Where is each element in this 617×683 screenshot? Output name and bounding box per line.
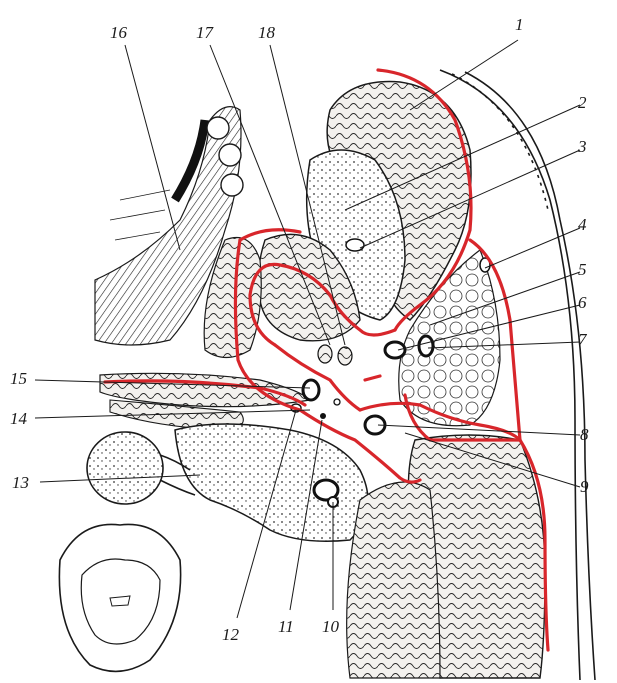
- callout-8: 8: [580, 425, 589, 444]
- lower-muscle-column: [346, 481, 441, 679]
- callout-16: 16: [110, 23, 128, 42]
- tongue-cross-section: [58, 523, 182, 673]
- callout-5: 5: [578, 260, 587, 279]
- tongue-inner: [80, 558, 161, 645]
- callout-3: 3: [577, 137, 587, 156]
- round-structure-13: [86, 431, 164, 505]
- callout-7: 7: [578, 330, 588, 349]
- callout-12: 12: [222, 625, 240, 644]
- callout-9: 9: [580, 477, 589, 496]
- callout-1: 1: [515, 15, 524, 34]
- callout-labels: 1 2 3 4 5 6 7 8 9 10 11 12 13 14 15 16 1…: [10, 15, 589, 644]
- callout-2: 2: [578, 93, 587, 112]
- callout-6: 6: [578, 293, 587, 312]
- callout-10: 10: [322, 617, 340, 636]
- callout-17: 17: [196, 23, 215, 42]
- callout-4: 4: [578, 215, 587, 234]
- callout-18: 18: [258, 23, 276, 42]
- skin-layers: [439, 69, 596, 681]
- palate-teeth-region: [94, 106, 244, 346]
- callout-14: 14: [10, 409, 28, 428]
- callout-11: 11: [278, 617, 294, 636]
- vertebra-body: [174, 423, 369, 542]
- fat-tissue: [398, 249, 501, 427]
- ligament-13: [159, 454, 196, 496]
- callout-13: 13: [12, 473, 29, 492]
- callout-15: 15: [10, 369, 27, 388]
- muscle-left: [203, 236, 262, 359]
- leader-lines: [34, 39, 581, 619]
